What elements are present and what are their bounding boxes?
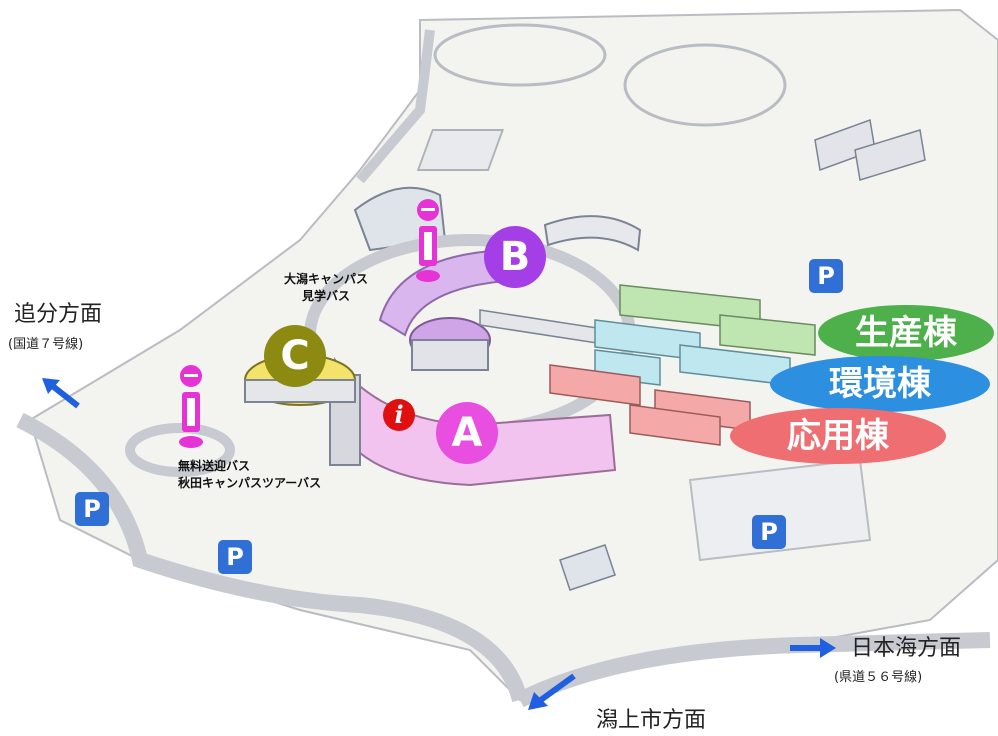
field-track-2 — [623, 43, 787, 127]
ouyou-building-label[interactable]: 応用棟 — [730, 408, 946, 464]
roundabout — [125, 423, 235, 477]
direction-nihonkai-route: (県道５６号線) — [834, 670, 923, 685]
north-arc-building — [543, 215, 642, 252]
bus-stop-shuttle-label: 無料送迎バス 秋田キャンパスツアーバス — [178, 458, 321, 492]
direction-katagami: 潟上市方面 — [596, 708, 707, 733]
bus-stop-shuttle-label-line2: 秋田キャンパスツアーバス — [178, 476, 322, 490]
arrow-nihonkai-icon — [790, 638, 836, 658]
bus-stop-tour-label-line2: 見学バス — [302, 289, 351, 303]
road-north — [356, 29, 435, 184]
arrow-katagami-icon — [528, 673, 576, 710]
parking-marker-east[interactable]: P — [809, 259, 843, 293]
dormitory-buildings — [814, 118, 926, 181]
bus-stop-shuttle-label-line1: 無料送迎バス — [178, 459, 251, 473]
building-b-marker[interactable]: B — [484, 226, 546, 288]
small-building-south — [559, 544, 616, 591]
central-dome-base — [411, 339, 489, 371]
building-c-marker[interactable]: C — [264, 325, 326, 387]
direction-nihonkai: 日本海方面 — [851, 636, 962, 661]
parking-lot-south — [688, 458, 872, 562]
road-west — [16, 412, 528, 703]
bus-stop-shuttle-icon — [179, 365, 203, 448]
parking-marker-south[interactable]: P — [752, 515, 786, 549]
parking-marker-southwest[interactable]: P — [218, 540, 252, 574]
ouyou-buildings — [549, 364, 751, 446]
bus-stop-tour-label: 大潟キャンパス 見学バス — [284, 271, 368, 305]
seisan-building-label[interactable]: 生産棟 — [818, 305, 994, 361]
kankyo-buildings — [594, 319, 791, 386]
direction-oiwake: 追分方面 — [14, 302, 103, 327]
seisan-buildings — [619, 284, 816, 356]
tennis-courts — [416, 129, 505, 171]
parking-marker-west[interactable]: P — [75, 492, 109, 526]
bus-stop-tour-icon — [416, 199, 440, 282]
building-a-marker[interactable]: A — [436, 402, 498, 464]
field-track-1 — [433, 23, 607, 87]
info-icon[interactable]: i — [383, 399, 415, 431]
kankyo-building-label[interactable]: 環境棟 — [770, 356, 990, 412]
bus-stop-tour-label-line1: 大潟キャンパス — [284, 272, 369, 286]
road-south — [516, 632, 991, 708]
direction-oiwake-route: (国道７号線) — [8, 337, 84, 352]
arrow-oiwake-icon — [42, 378, 80, 409]
